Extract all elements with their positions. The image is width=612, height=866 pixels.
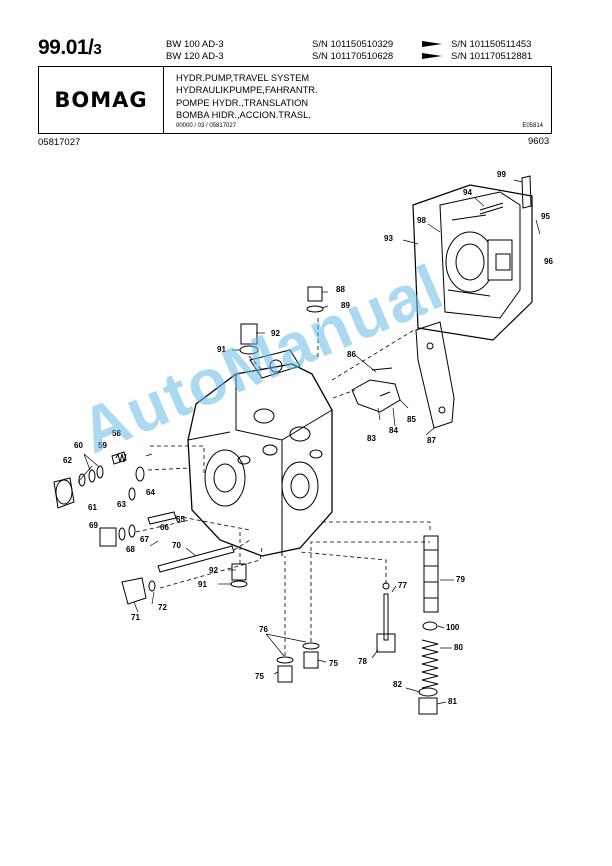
title-list: HYDR.PUMP,TRAVEL SYSTEM HYDRAULIKPUMPE,F… (176, 72, 318, 122)
doc-code: 00000 / 03 / 05817027 (176, 123, 237, 129)
callout-86: 86 (347, 350, 356, 359)
callout-83: 83 (367, 434, 376, 443)
serial-to-1: S/N 101150511453 (451, 39, 532, 50)
callout-92-bottom: 92 (209, 566, 218, 575)
title-block: BOMAG HYDR.PUMP,TRAVEL SYSTEM HYDRAULIKP… (38, 66, 552, 134)
page-number-suffix: 3 (93, 41, 102, 58)
callout-84: 84 (389, 426, 398, 435)
range-arrow-icon (422, 41, 442, 59)
callout-98: 98 (417, 216, 426, 225)
part-number: 05817027 (38, 137, 81, 148)
callout-96: 96 (544, 257, 553, 266)
callout-75-left: 75 (255, 672, 264, 681)
callout-81: 81 (448, 697, 457, 706)
title-de: HYDRAULIKPUMPE,FAHRANTR. (176, 85, 318, 96)
callout-75-right: 75 (329, 659, 338, 668)
callout-63: 63 (117, 500, 126, 509)
callout-89: 89 (341, 301, 350, 310)
callout-91-top: 91 (217, 345, 226, 354)
callout-94: 94 (463, 188, 472, 197)
callout-67: 67 (140, 535, 149, 544)
callout-61: 61 (88, 503, 97, 512)
callout-59: 59 (98, 441, 107, 450)
callout-87: 87 (427, 436, 436, 445)
serial-to-2: S/N 101170512881 (451, 51, 533, 62)
title-es: BOMBA HIDR.,ACCION.TRASL. (176, 110, 311, 121)
brand-logo: BOMAG (39, 67, 164, 133)
callout-62: 62 (63, 456, 72, 465)
callout-71: 71 (131, 613, 140, 622)
callout-79: 79 (456, 575, 465, 584)
callout-92-top: 92 (271, 329, 280, 338)
callout-60: 60 (74, 441, 83, 450)
ref-code: E05814 (522, 123, 543, 129)
title-fr: POMPE HYDR.,TRANSLATION (176, 97, 309, 108)
callout-78: 78 (358, 657, 367, 666)
serial-from-1: S/N 101150510329 (312, 39, 394, 50)
callout-80: 80 (454, 643, 463, 652)
callout-95: 95 (541, 212, 550, 221)
callout-66: 66 (160, 523, 169, 532)
callout-100: 100 (446, 623, 460, 632)
callout-76: 76 (259, 625, 268, 634)
brand-name: BOMAG (54, 88, 148, 112)
callout-99: 99 (497, 170, 506, 179)
callout-82: 82 (393, 680, 402, 689)
date-code: 9603 (528, 136, 550, 147)
callout-85: 85 (407, 415, 416, 424)
model-1: BW 100 AD-3 (166, 39, 224, 50)
callout-70: 70 (172, 541, 181, 550)
callout-72: 72 (158, 603, 167, 612)
callout-88: 88 (336, 285, 345, 294)
page-number: 99.01/3 (38, 36, 102, 59)
callout-64: 64 (146, 488, 155, 497)
callout-65: 65 (176, 515, 185, 524)
serial-from-2: S/N 101170510628 (312, 51, 394, 62)
callout-58: 58 (112, 429, 121, 438)
callout-93: 93 (384, 234, 393, 243)
callout-69: 69 (89, 521, 98, 530)
model-2: BW 120 AD-3 (166, 51, 224, 62)
callout-68: 68 (126, 545, 135, 554)
callout-91-bottom: 91 (198, 580, 207, 589)
callout-77: 77 (398, 581, 407, 590)
title-en: HYDR.PUMP,TRAVEL SYSTEM (176, 73, 310, 83)
